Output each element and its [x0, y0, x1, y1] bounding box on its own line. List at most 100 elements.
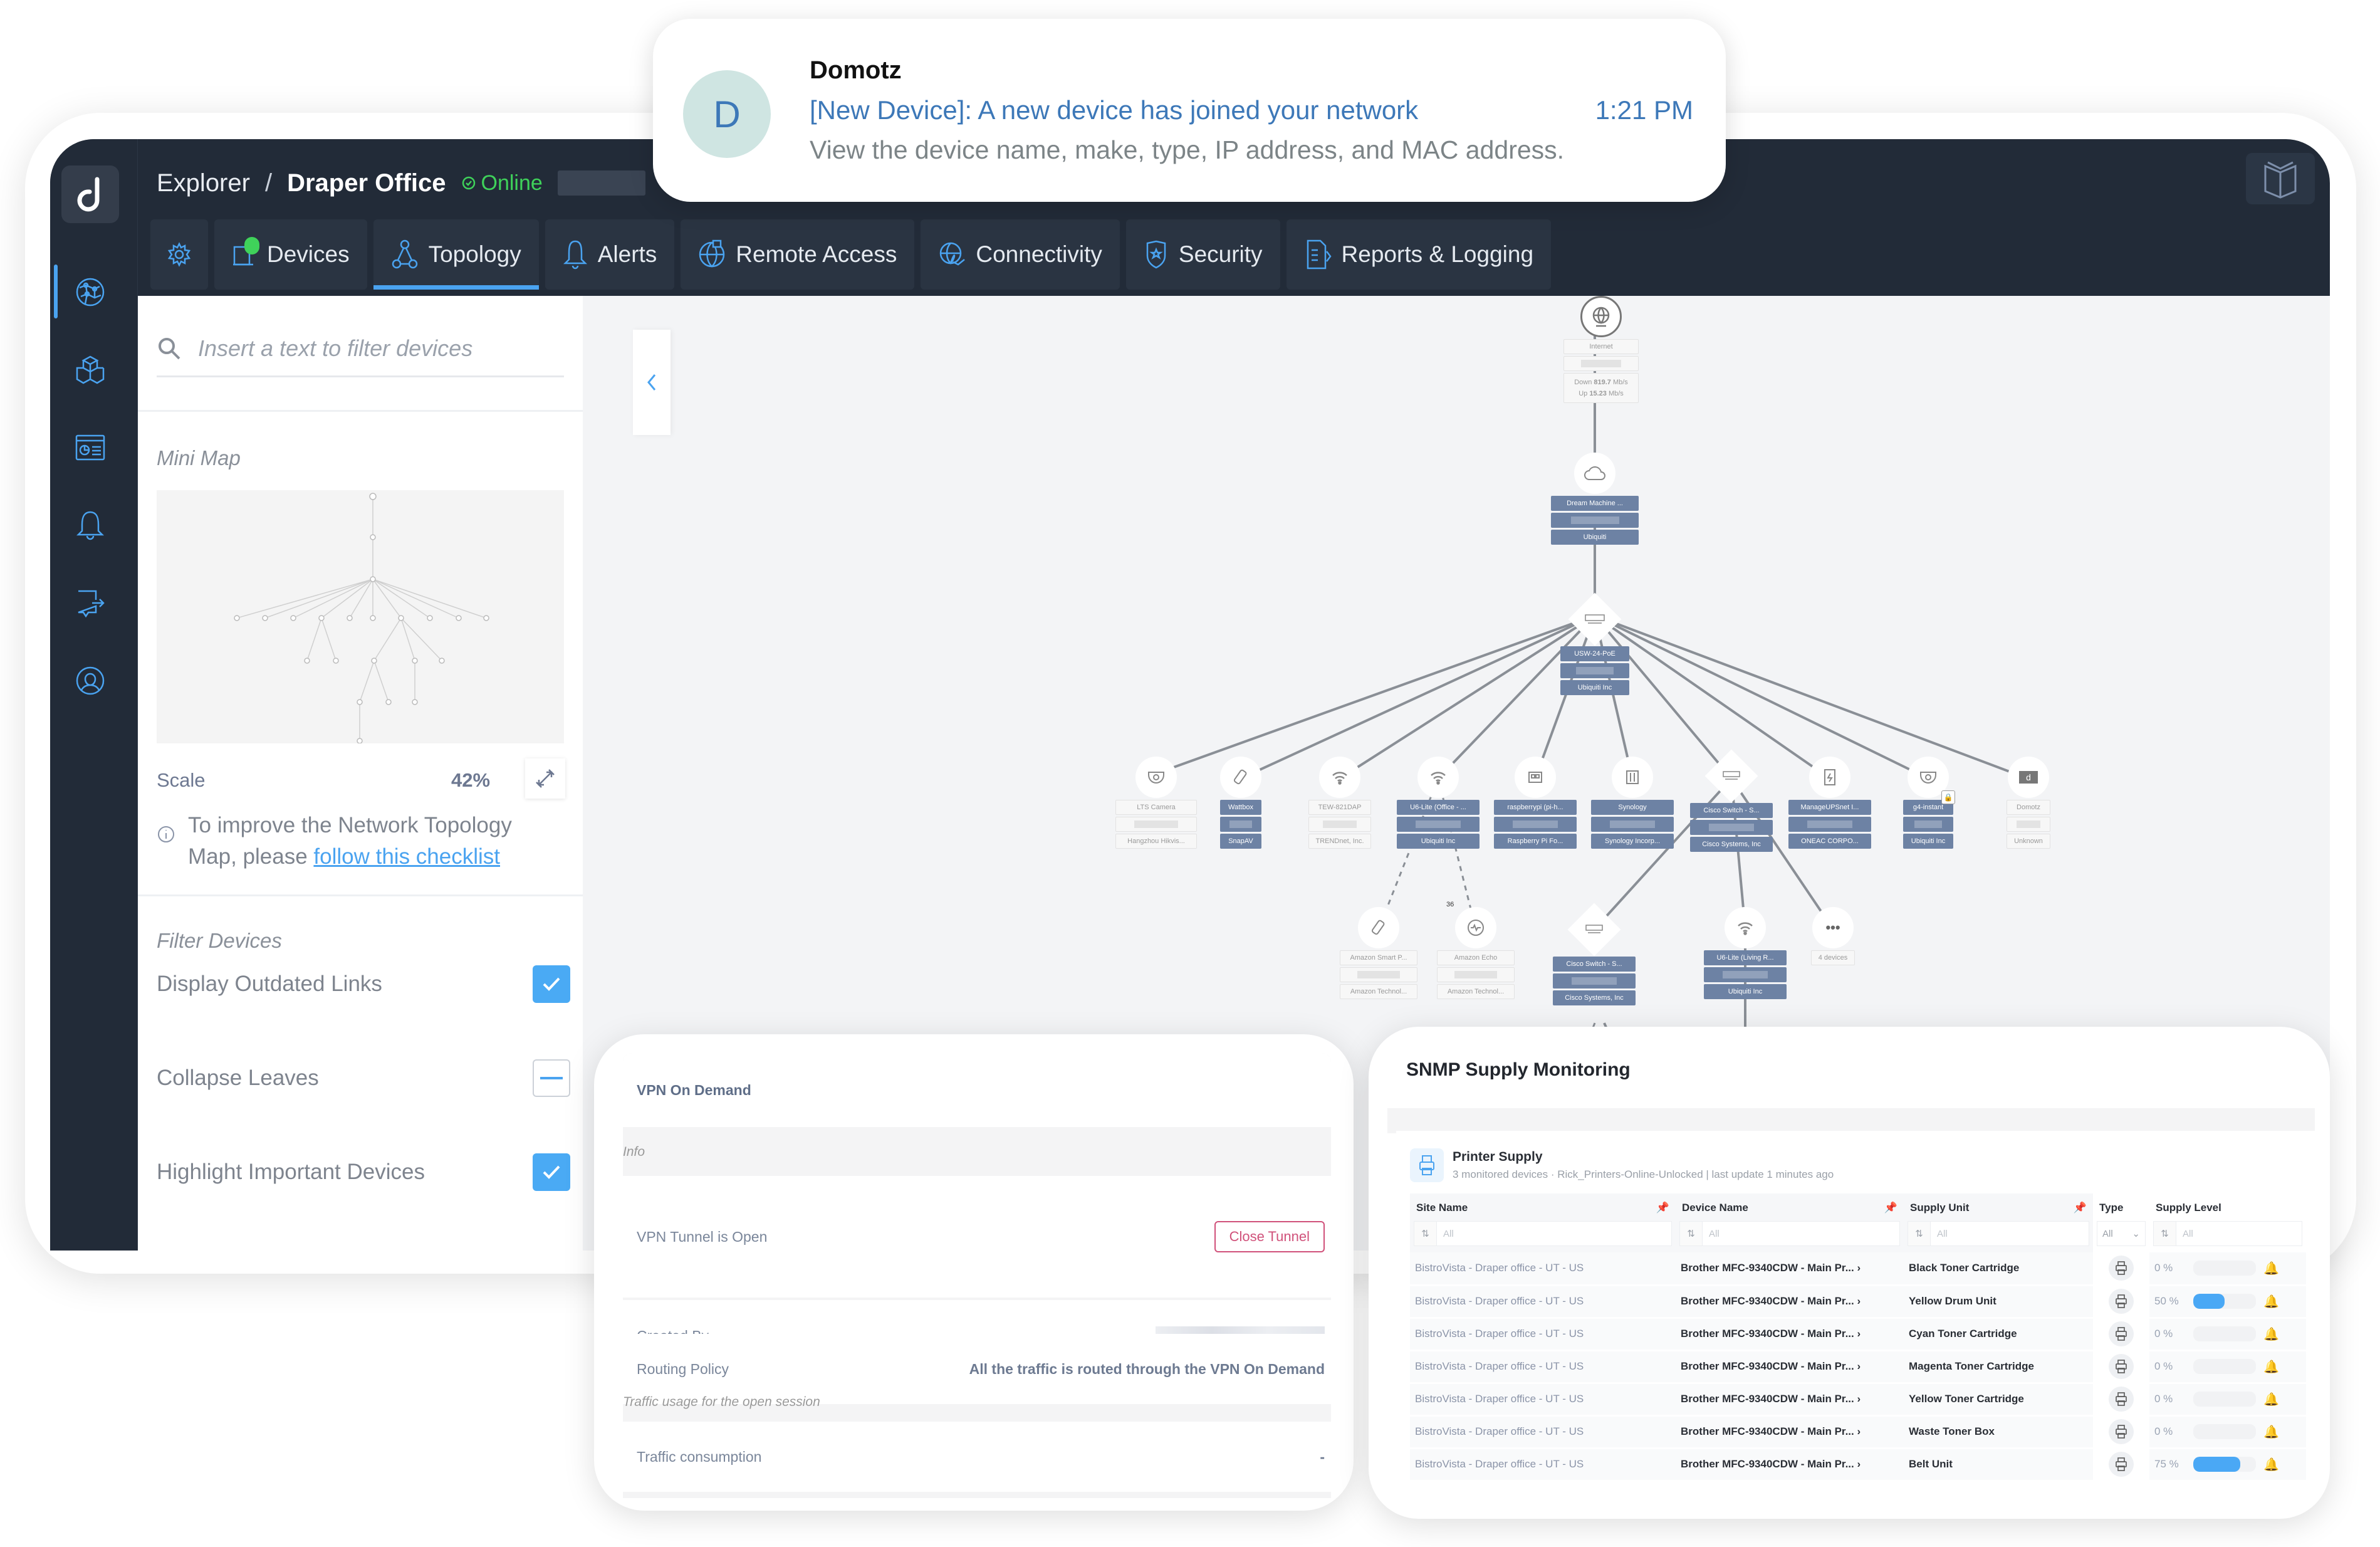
- integration-icon: [78, 590, 105, 618]
- table-row[interactable]: BistroVista - Draper office - UT - US Br…: [1410, 1448, 2306, 1482]
- device-filter-input[interactable]: [198, 335, 549, 362]
- topology-node-internet[interactable]: Internet Down 819.7 Mb/s Up 15.23 Mb/s: [1563, 296, 1639, 403]
- sidebar-item-dashboard[interactable]: [73, 430, 108, 465]
- level-bar: [2193, 1424, 2256, 1439]
- sidebar-item-network[interactable]: [73, 275, 108, 310]
- device-cell[interactable]: Brother MFC-9340CDW - Main Pr... ›: [1676, 1318, 1904, 1351]
- vpn-traffic-section-label: Traffic usage for the open session: [623, 1395, 820, 1409]
- topology-node-device[interactable]: Amazon Smart P...Amazon Technol...: [1340, 907, 1417, 999]
- pin-icon[interactable]: 📌: [1656, 1202, 1669, 1214]
- tab-connectivity[interactable]: Connectivity: [921, 219, 1120, 290]
- level-filter[interactable]: ⇅All: [2153, 1221, 2302, 1246]
- chevron-right-icon[interactable]: ›: [1857, 1458, 1861, 1470]
- alert-bell-icon[interactable]: 🔔: [2263, 1294, 2279, 1309]
- topology-node-device[interactable]: U6-Lite (Living R...Ubiquiti Inc: [1704, 907, 1787, 999]
- alert-bell-icon[interactable]: 🔔: [2263, 1327, 2279, 1341]
- device-cell[interactable]: Brother MFC-9340CDW - Main Pr... ›: [1676, 1285, 1904, 1319]
- sidebar-item-alerts[interactable]: [73, 508, 108, 543]
- column-site-name[interactable]: Site Name📌: [1410, 1193, 1676, 1219]
- sidebar-item-account[interactable]: [73, 663, 108, 698]
- device-cell[interactable]: Brother MFC-9340CDW - Main Pr... ›: [1676, 1350, 1904, 1384]
- tab-topology[interactable]: Topology: [373, 219, 539, 290]
- redacted-field: [557, 170, 645, 196]
- tab-alerts[interactable]: Alerts: [545, 219, 675, 290]
- device-cell[interactable]: Brother MFC-9340CDW - Main Pr... ›: [1676, 1415, 1904, 1449]
- display-outdated-links-checkbox[interactable]: [533, 965, 570, 1003]
- printer-icon: [1410, 1148, 1444, 1182]
- topology-node-device[interactable]: Cisco Switch - S...Cisco Systems, Inc: [1553, 903, 1636, 1005]
- new-device-notification[interactable]: D Domotz [New Device]: A new device has …: [653, 19, 1726, 202]
- redacted-field: [1551, 513, 1639, 528]
- pin-icon[interactable]: 📌: [1884, 1202, 1897, 1214]
- printer-supply-title: Printer Supply: [1453, 1150, 1543, 1164]
- chevron-right-icon[interactable]: ›: [1857, 1393, 1861, 1405]
- alert-bell-icon[interactable]: 🔔: [2263, 1457, 2279, 1472]
- documentation-button[interactable]: [2246, 153, 2315, 204]
- alert-bell-icon[interactable]: 🔔: [2263, 1261, 2279, 1276]
- minimap[interactable]: [157, 490, 564, 744]
- printer-icon: [2109, 1354, 2134, 1379]
- checklist-link[interactable]: follow this checklist: [313, 844, 501, 869]
- chevron-right-icon[interactable]: ›: [1857, 1360, 1861, 1372]
- switch-icon: [1568, 592, 1622, 646]
- device-filter[interactable]: ⇅All: [1679, 1221, 1900, 1246]
- column-type[interactable]: Type: [2093, 1193, 2149, 1219]
- table-row[interactable]: BistroVista - Draper office - UT - US Br…: [1410, 1252, 2306, 1286]
- table-row[interactable]: BistroVista - Draper office - UT - US Br…: [1410, 1415, 2306, 1449]
- tab-reports-logging[interactable]: Reports & Logging: [1286, 219, 1552, 290]
- table-row[interactable]: BistroVista - Draper office - UT - US Br…: [1410, 1285, 2306, 1319]
- topology-node-device[interactable]: ManageUPSnet I...ONEAC CORPO...: [1788, 757, 1871, 849]
- topology-node-collapsed[interactable]: •••4 devices: [1811, 907, 1855, 965]
- domotz-logo[interactable]: [61, 165, 119, 223]
- unit-filter[interactable]: ⇅All: [1908, 1221, 2089, 1246]
- site-filter[interactable]: ⇅All: [1414, 1221, 1672, 1246]
- topology-node-device[interactable]: U6-Lite (Office - ...Ubiquiti Inc: [1397, 757, 1480, 849]
- table-row[interactable]: BistroVista - Draper office - UT - US Br…: [1410, 1383, 2306, 1417]
- device-cell[interactable]: Brother MFC-9340CDW - Main Pr... ›: [1676, 1252, 1904, 1286]
- alert-bell-icon[interactable]: 🔔: [2263, 1392, 2279, 1407]
- chevron-right-icon[interactable]: ›: [1857, 1262, 1861, 1274]
- collapse-panel-button[interactable]: [633, 330, 671, 435]
- close-tunnel-button[interactable]: Close Tunnel: [1214, 1221, 1325, 1252]
- topology-node-gateway[interactable]: Dream Machine ... Ubiquiti: [1551, 453, 1639, 545]
- breadcrumb-explorer[interactable]: Explorer: [157, 169, 250, 197]
- board-icon: [1515, 757, 1556, 798]
- table-row[interactable]: BistroVista - Draper office - UT - US Br…: [1410, 1350, 2306, 1384]
- alert-bell-icon[interactable]: 🔔: [2263, 1425, 2279, 1439]
- tab-security[interactable]: Security: [1125, 219, 1280, 290]
- highlight-important-devices-checkbox[interactable]: [533, 1153, 570, 1191]
- topology-node-device[interactable]: raspberrypi (pi-h...Raspberry Pi Fo...: [1494, 757, 1577, 849]
- topology-tip: To improve the Network Topology Map, ple…: [157, 810, 564, 873]
- topology-node-device[interactable]: Cisco Switch - S...Cisco Systems, Inc: [1690, 749, 1773, 852]
- chevron-right-icon[interactable]: ›: [1857, 1328, 1861, 1340]
- network-globe-icon: [76, 278, 105, 307]
- type-filter-select[interactable]: All⌄: [2097, 1221, 2146, 1246]
- sidebar-item-integrations[interactable]: [73, 585, 108, 621]
- sidebar-item-devices[interactable]: [73, 352, 108, 387]
- column-device-name[interactable]: Device Name📌: [1676, 1193, 1904, 1219]
- chevron-right-icon[interactable]: ›: [1857, 1425, 1861, 1437]
- fit-to-screen-button[interactable]: [525, 758, 565, 799]
- collapse-leaves-checkbox[interactable]: [533, 1059, 570, 1097]
- tab-settings[interactable]: [150, 219, 208, 290]
- device-cell[interactable]: Brother MFC-9340CDW - Main Pr... ›: [1676, 1383, 1904, 1417]
- pin-icon[interactable]: 📌: [2073, 1202, 2087, 1214]
- column-supply-unit[interactable]: Supply Unit📌: [1904, 1193, 2093, 1219]
- table-row[interactable]: BistroVista - Draper office - UT - US Br…: [1410, 1318, 2306, 1351]
- alert-bell-icon[interactable]: 🔔: [2263, 1360, 2279, 1374]
- column-supply-level[interactable]: Supply Level: [2149, 1193, 2306, 1219]
- topology-node-core-switch[interactable]: USW-24-PoE Ubiquiti Inc: [1560, 592, 1629, 695]
- chevron-right-icon[interactable]: ›: [1857, 1295, 1861, 1307]
- type-cell: [2093, 1252, 2149, 1286]
- camera-icon: [1135, 757, 1177, 798]
- tab-devices[interactable]: Devices: [214, 219, 367, 290]
- tab-remote-access[interactable]: Remote Access: [681, 219, 915, 290]
- device-cell[interactable]: Brother MFC-9340CDW - Main Pr... ›: [1676, 1448, 1904, 1482]
